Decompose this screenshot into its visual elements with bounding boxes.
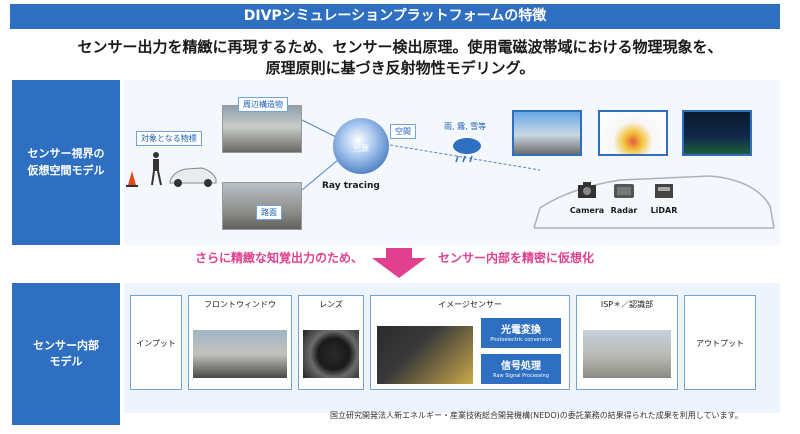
isp-recognition-image [583, 330, 671, 378]
photoelectric-conversion-box: 光電変換 Photoelectric conversion [481, 318, 561, 348]
section1-label: センサー視界の 仮想空間モデル [12, 80, 120, 245]
step-lens-label: レンズ [319, 300, 343, 309]
windshield-view-image [193, 330, 287, 378]
tag-weather: 雨, 霧, 雪等 [444, 122, 487, 131]
step-input: インプット [130, 295, 182, 390]
lens-image [303, 330, 359, 378]
step-input-label: インプット [136, 339, 176, 348]
transition-text-left: さらに精緻な知覚出力のため、 [195, 251, 364, 265]
step-windshield-label: フロントウィンドウ [204, 300, 276, 309]
page-title: DIVPシミュレーションプラットフォームの特徴 [10, 4, 780, 29]
camera-output-image [512, 110, 582, 156]
surrounding-structure-photo [222, 105, 302, 153]
subtitle-line-1: センサー出力を精緻に再現するため、センサー検出原理。使用電磁波帯域における物理現… [77, 38, 723, 56]
radar-icon [614, 184, 634, 198]
section2-label-line1: センサー内部 [33, 338, 99, 352]
transition-text-right: センサー内部を精密に仮想化 [438, 251, 595, 265]
traffic-cone-icon [128, 171, 136, 185]
step-output-label: アウトプット [696, 339, 744, 348]
car-icon [169, 167, 217, 184]
section2-label: センサー内部 モデル [12, 283, 120, 425]
lidar-icon [655, 184, 673, 198]
section1-label-line2: 仮想空間モデル [27, 163, 105, 177]
step-image-sensor-label: イメージセンサー [438, 300, 502, 309]
camera-icon [578, 182, 596, 198]
tag-target-object: 対象となる物標 [136, 131, 202, 146]
step-isp-label: ISP＊／認識部 [600, 300, 654, 309]
rain-cloud-icon [453, 138, 481, 163]
subtitle-line-2: 原理原則に基づき反射物性モデリング。 [265, 59, 535, 77]
photoelectric-sub: Photoelectric conversion [490, 337, 552, 343]
tag-space: 空間 [390, 124, 416, 139]
lidar-output-image [682, 110, 752, 156]
sensor-label-camera: Camera [569, 206, 605, 215]
signal-processing-title: 信号処理 [501, 361, 541, 372]
signal-processing-sub: Raw Signal Processing [493, 373, 549, 379]
light-source-sphere [333, 118, 389, 174]
radar-output-image [598, 110, 668, 156]
sensor-label-radar: Radar [610, 206, 638, 215]
target-scene-illustration [126, 152, 217, 187]
tag-road-surface: 路面 [256, 205, 282, 220]
photoelectric-title: 光電変換 [501, 325, 541, 336]
step-isp: ISP＊／認識部 [576, 295, 678, 390]
image-sensor-chip-image [377, 326, 473, 384]
ray-tracing-label: Ray tracing [322, 181, 380, 191]
section2-label-line2: モデル [49, 355, 83, 368]
step-output: アウトプット [684, 295, 756, 390]
signal-processing-box: 信号処理 Raw Signal Processing [481, 354, 561, 384]
step-lens: レンズ [298, 295, 364, 390]
light-source-label: 光源 [353, 144, 369, 153]
step-windshield: フロントウィンドウ [188, 295, 292, 390]
step-image-sensor: イメージセンサー 光電変換 Photoelectric conversion 信… [370, 295, 570, 390]
vehicle-outline [533, 175, 775, 229]
tag-surrounding-structures: 周辺構造物 [238, 97, 288, 112]
nedo-credit: 国立研究開発法人新エネルギー・産業技術総合開発機構(NEDO)の委託業務の結果得… [330, 411, 743, 420]
pedestrian-icon [153, 152, 159, 158]
down-arrow-icon [372, 248, 426, 278]
section1-label-line1: センサー視界の [27, 147, 105, 160]
sensor-label-lidar: LiDAR [650, 206, 678, 215]
